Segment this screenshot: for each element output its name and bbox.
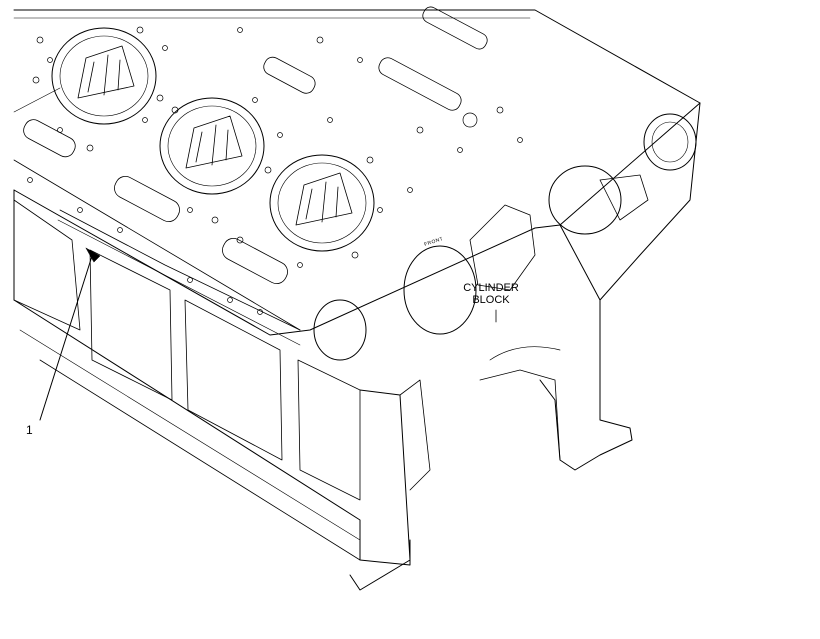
callout-number: 1 [26, 423, 33, 437]
callout-leader [39, 247, 101, 421]
cylinder-block-label: CYLINDER BLOCK [452, 282, 530, 306]
deck-slots [23, 6, 488, 285]
top-deck [13, 9, 701, 336]
side-face [13, 189, 431, 591]
cylinder-bore-3 [269, 154, 375, 252]
cylinder-bore-1 [51, 27, 157, 125]
front-face [313, 102, 701, 471]
cylinder-block-label-line1: CYLINDER [463, 282, 519, 294]
cylinder-block-label-line2: BLOCK [472, 294, 510, 306]
cylinder-bore-2 [159, 97, 265, 195]
bolt-holes [27, 26, 523, 315]
